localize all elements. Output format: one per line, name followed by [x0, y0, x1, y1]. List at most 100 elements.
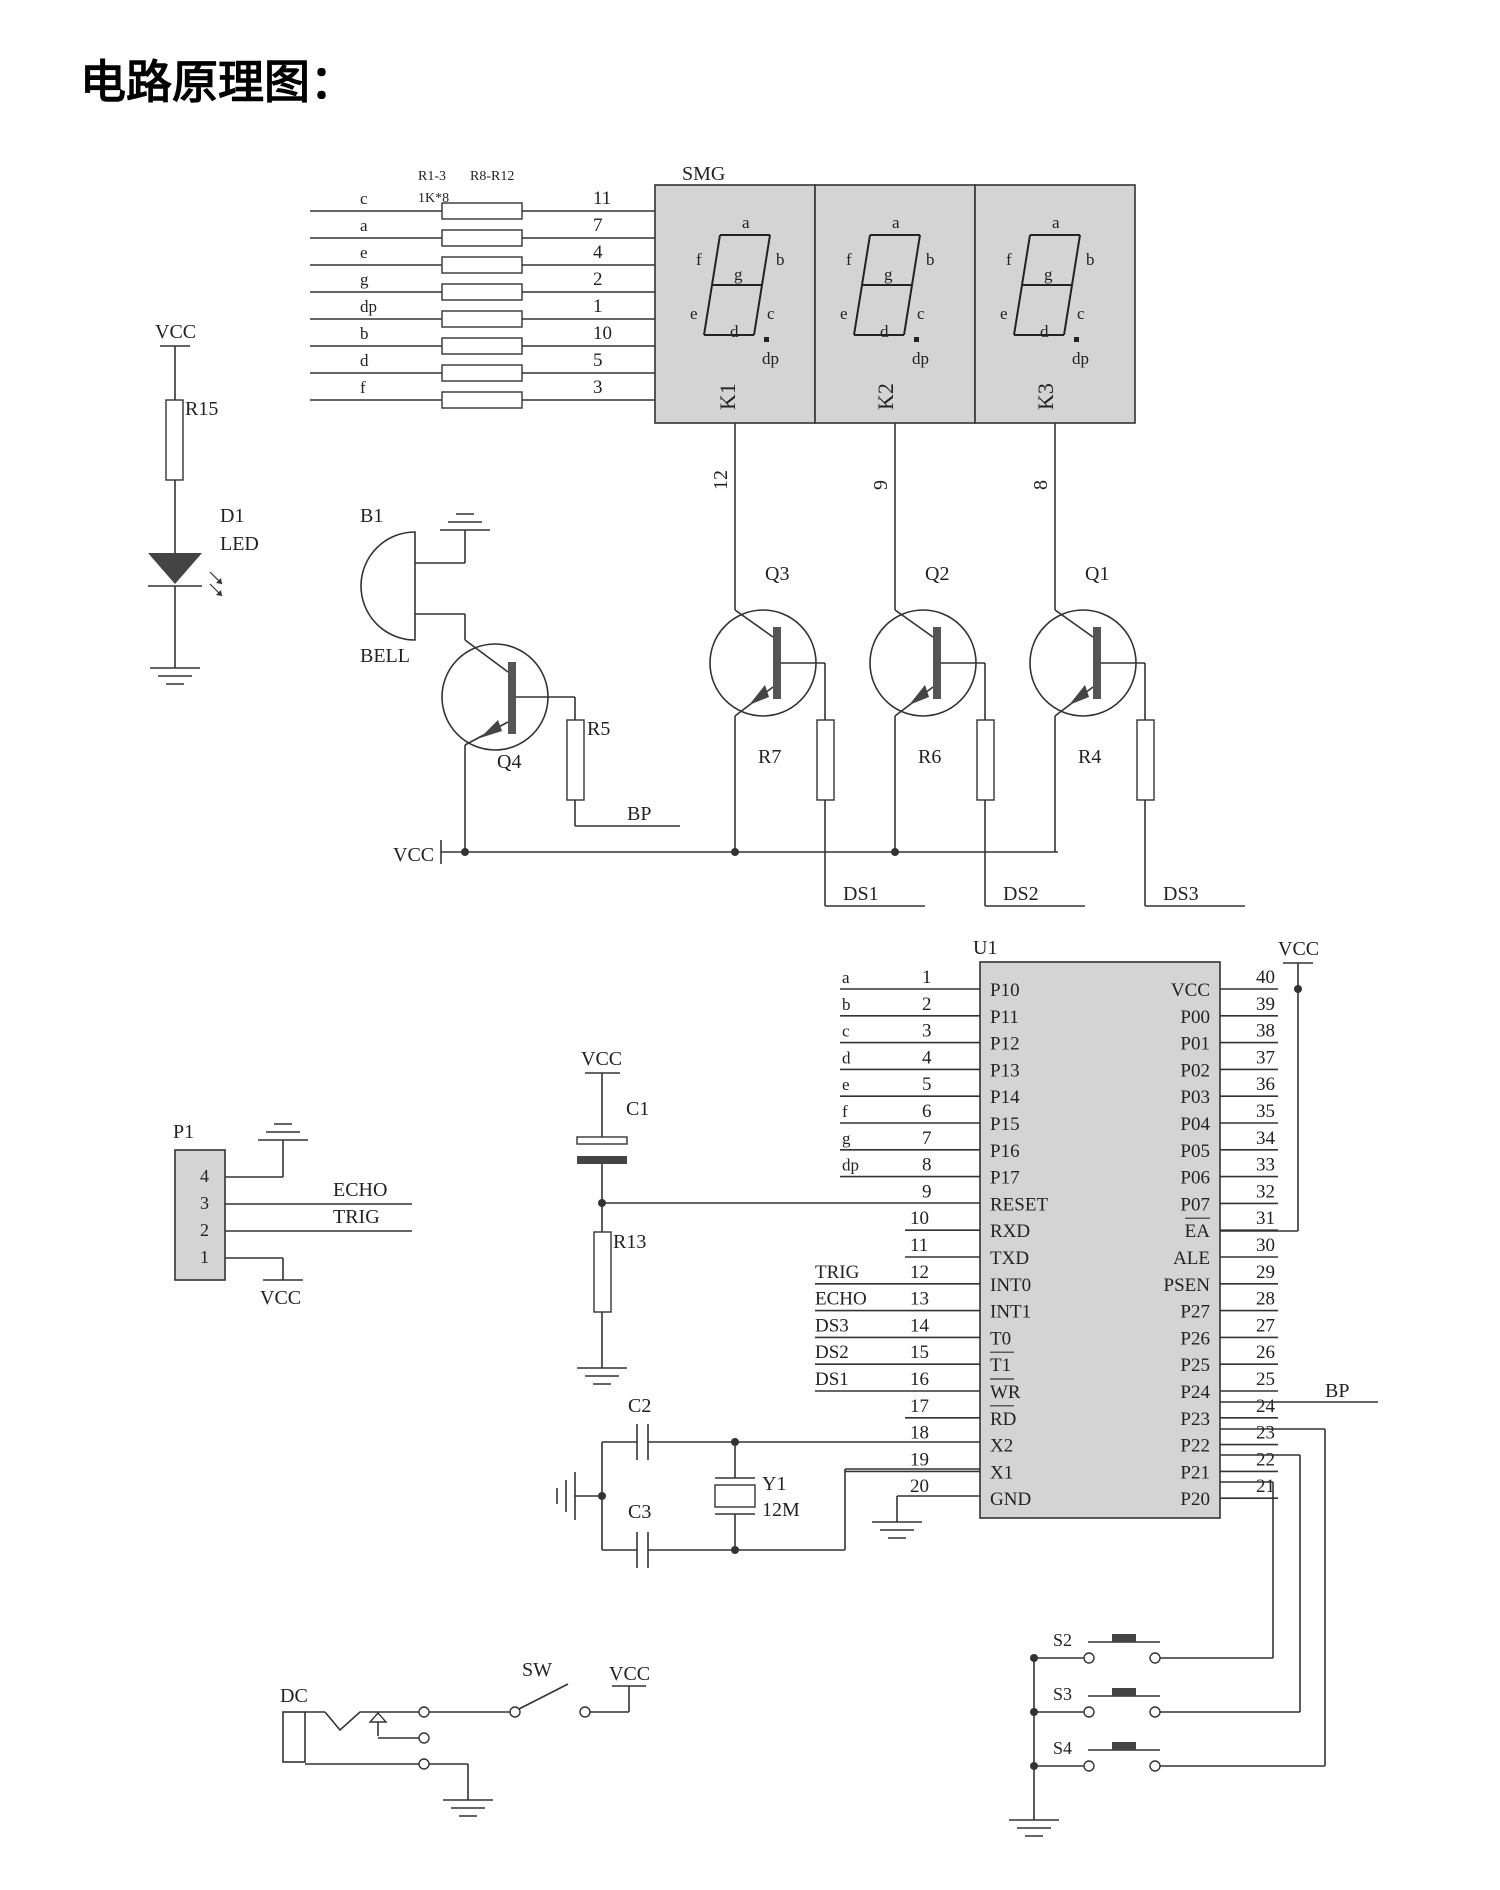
pin-number: 34: [1256, 1128, 1276, 1149]
seg-letter: a: [892, 213, 900, 232]
pin-number: 21: [1256, 1476, 1275, 1497]
pin-name: P16: [990, 1141, 1020, 1162]
p1-connector: P1 4 3 2 1 ECHO TRIG VCC: [173, 1121, 412, 1309]
ground-icon: [440, 513, 490, 531]
seg-letter: dp: [912, 349, 929, 368]
net-label: g: [842, 1129, 851, 1148]
seg-letter: dp: [1072, 349, 1089, 368]
buzzer-section: B1 BELL Q4 R5 BP: [360, 505, 680, 852]
pin-number: 13: [910, 1289, 929, 1310]
array-resistor: [441, 202, 523, 220]
y1-freq-label: 12M: [762, 1499, 800, 1521]
seg-letter: g: [884, 265, 893, 284]
pin-name: P02: [1180, 1060, 1210, 1081]
p1-pin-3: 3: [200, 1193, 209, 1213]
led-section: VCC R15 D1 LED: [148, 321, 259, 685]
ds-net-label: DS2: [1003, 883, 1039, 905]
pin-name: WR: [990, 1382, 1021, 1403]
pin-number: 33: [1256, 1155, 1275, 1176]
buzzer-icon: [360, 531, 416, 641]
b1-label: B1: [360, 505, 383, 527]
net-label: DS1: [815, 1369, 849, 1390]
resistor-array-value: 1K*8: [418, 191, 449, 206]
pin-name: P21: [1180, 1462, 1210, 1483]
pin-name: VCC: [1171, 980, 1210, 1001]
pin-number: 15: [910, 1342, 929, 1363]
pin-name: P24: [1180, 1382, 1210, 1403]
seg-letter: g: [734, 265, 743, 284]
pin-number: 35: [1256, 1101, 1275, 1122]
pin-name: P25: [1180, 1355, 1210, 1376]
digit-label: K1: [715, 383, 740, 410]
bp-label: BP: [627, 803, 651, 825]
echo-label: ECHO: [333, 1179, 387, 1201]
pin-number: 30: [1256, 1235, 1275, 1256]
p1-label: P1: [173, 1121, 194, 1143]
pin-name: P01: [1180, 1034, 1210, 1055]
seg-letter: g: [1044, 265, 1053, 284]
pin-number: 17: [910, 1396, 929, 1417]
pin-number: 40: [1256, 967, 1275, 988]
net-label: ECHO: [815, 1289, 867, 1310]
power-input: DC SW VCC: [280, 1659, 650, 1817]
power-switch-icon: [509, 1683, 591, 1718]
seg-letter: dp: [762, 349, 779, 368]
p1-pin-4: 4: [200, 1166, 209, 1186]
net-label: a: [842, 968, 850, 987]
trig-label: TRIG: [333, 1206, 380, 1228]
pin-name: TXD: [990, 1248, 1029, 1269]
crystal-circuit: C2 C3 Y1 12M: [556, 1395, 980, 1568]
pin-number: 11: [593, 188, 611, 209]
led-label: LED: [220, 533, 259, 555]
pin-number: 6: [922, 1101, 932, 1122]
p1-vcc-label: VCC: [260, 1287, 301, 1309]
pin-name: T0: [990, 1328, 1011, 1349]
array-resistor: [441, 337, 523, 355]
r13-label: R13: [613, 1231, 646, 1253]
reset-vcc-label: VCC: [581, 1048, 622, 1070]
ds-net-label: DS1: [843, 883, 879, 905]
base-resistor: [816, 719, 835, 801]
c3-label: C3: [628, 1501, 651, 1523]
ground-icon: [556, 1472, 576, 1520]
transistor-icon: [1029, 609, 1145, 717]
pin-number: 10: [593, 323, 612, 344]
seg-letter: a: [1052, 213, 1060, 232]
seg-letter: b: [776, 250, 785, 269]
resistor-array-name2: R8-R12: [470, 169, 514, 184]
pin-number: 12: [910, 1262, 929, 1283]
pin-number: 39: [1256, 994, 1275, 1015]
pin-name: P23: [1180, 1409, 1210, 1430]
pin-number: 3: [922, 1021, 932, 1042]
pushbutton-s4: S4: [1030, 1738, 1325, 1772]
pushbutton-s3: S3: [1030, 1684, 1300, 1718]
ground-icon: [258, 1123, 308, 1141]
transistor-label: Q2: [925, 563, 949, 585]
switch-label: S3: [1053, 1684, 1072, 1704]
vcc-label: VCC: [155, 321, 196, 343]
pin-name: P06: [1180, 1168, 1210, 1189]
resistor-r5: [566, 719, 585, 801]
seg-letter: d: [1040, 322, 1049, 341]
pin-name: X1: [990, 1462, 1013, 1483]
pin-name: P07: [1180, 1194, 1210, 1215]
pin-name: P17: [990, 1168, 1020, 1189]
pin-number: 7: [922, 1128, 932, 1149]
transistor-icon: [709, 609, 825, 717]
pushbutton-s2: S2: [1030, 1630, 1273, 1664]
u1-bp-label: BP: [1325, 1380, 1349, 1402]
pin-number: 18: [910, 1423, 929, 1444]
